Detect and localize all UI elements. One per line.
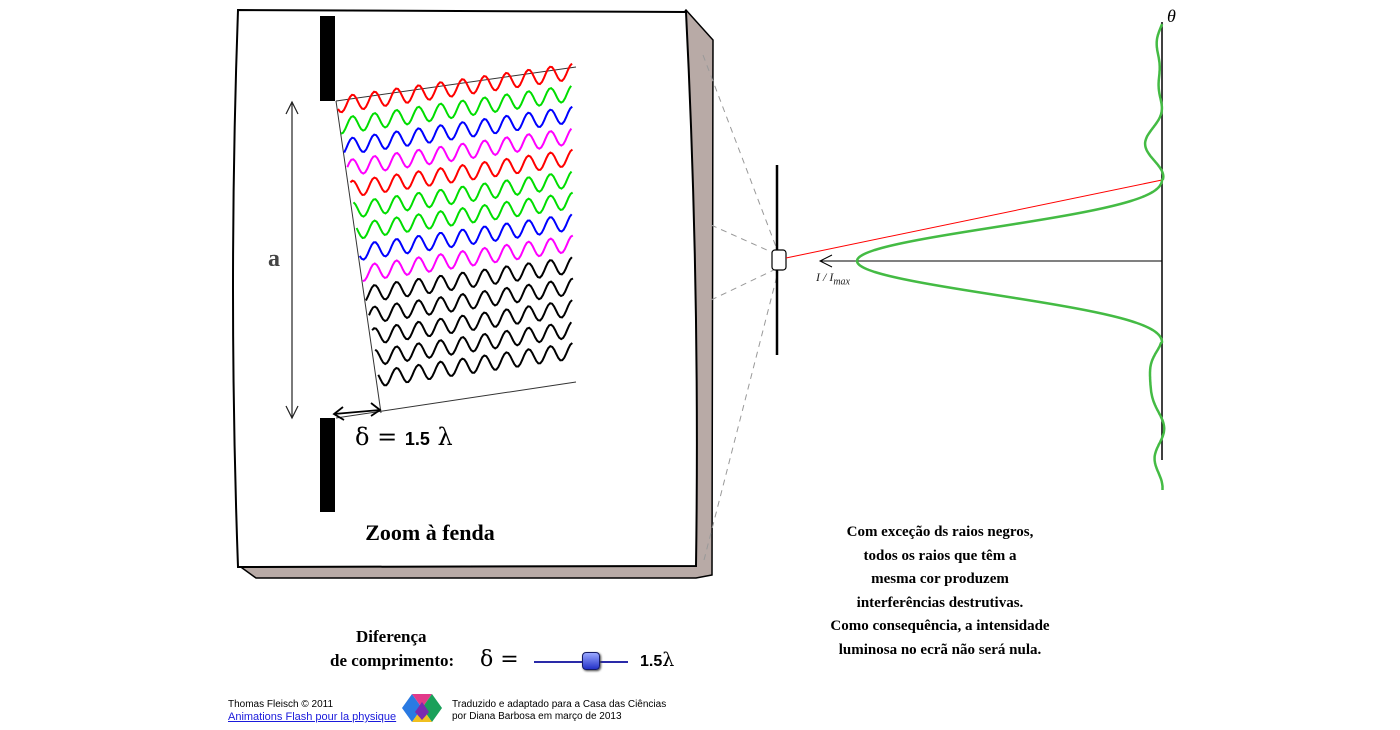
wave-ray bbox=[343, 105, 573, 154]
wave-ray bbox=[374, 321, 573, 366]
explanation-text: Com exceção ds raios negros, todos os ra… bbox=[790, 521, 1090, 662]
intensity-symbol: I / I bbox=[816, 270, 834, 284]
credit-translation: Traduzido e adaptado para a Casa das Ciê… bbox=[452, 699, 666, 723]
diffracted-ray bbox=[785, 179, 1163, 259]
intensity-axis-arrow bbox=[818, 254, 833, 268]
explanation-line: interferências destrutivas. bbox=[856, 594, 1024, 611]
slit-opening bbox=[771, 249, 787, 271]
credit-translation-line: Traduzido e adaptado para a Casa das Ciê… bbox=[452, 699, 667, 710]
slit-width-label: a bbox=[268, 246, 280, 272]
credit-translation-line: por Diana Barbosa em março de 2013 bbox=[452, 711, 622, 722]
explanation-line: mesma cor produzem bbox=[871, 571, 1009, 587]
slit-width-arrow bbox=[285, 100, 299, 420]
angle-label: θ bbox=[1167, 6, 1176, 26]
wave-ray bbox=[346, 128, 573, 175]
explanation-line: luminosa no ecrã não será nula. bbox=[838, 641, 1042, 658]
explanation-line: todos os raios que têm a bbox=[863, 547, 1017, 564]
path-difference-arrow bbox=[332, 402, 382, 421]
control-label-line1: Diferença bbox=[356, 627, 427, 646]
intensity-label: I / Imax bbox=[816, 270, 850, 287]
path-difference-slider-thumb[interactable] bbox=[582, 652, 601, 670]
wave-ray bbox=[358, 213, 573, 261]
wave-ray bbox=[337, 62, 573, 114]
slit-barrier-bottom bbox=[320, 418, 335, 512]
projection-lines bbox=[702, 54, 779, 561]
wave-ray bbox=[371, 299, 573, 344]
path-difference-value: 1.5 bbox=[404, 429, 430, 449]
wave-ray bbox=[377, 342, 573, 387]
slit-barrier-top bbox=[320, 16, 335, 101]
path-difference-label: δ = 1.5 λ bbox=[355, 423, 453, 451]
credit-link[interactable]: Animations Flash pour la physique bbox=[228, 711, 397, 723]
delta-symbol: δ bbox=[355, 423, 370, 451]
credit-author: Thomas Fleisch © 2011 bbox=[228, 699, 334, 710]
wave-ray bbox=[365, 256, 573, 301]
wave-ray bbox=[340, 85, 572, 135]
intensity-subscript: max bbox=[833, 276, 850, 288]
path-difference-slider-track[interactable] bbox=[534, 661, 628, 663]
wave-rays bbox=[337, 62, 574, 387]
intensity-curve bbox=[855, 23, 1166, 490]
wave-ray bbox=[355, 191, 574, 240]
control-delta-symbol: δ = bbox=[480, 647, 519, 672]
lambda-symbol: λ bbox=[437, 423, 453, 451]
control-label-line2: de comprimento: bbox=[330, 651, 455, 670]
zoom-frame bbox=[232, 8, 698, 569]
casa-das-ciencias-logo bbox=[402, 694, 442, 722]
equals-sign: = bbox=[377, 423, 398, 451]
zoom-title: Zoom à fenda bbox=[365, 520, 495, 545]
explanation-line: Como consequência, a intensidade bbox=[830, 618, 1050, 634]
slider-unit: λ bbox=[662, 649, 675, 671]
slider-value-label: 1.5λ bbox=[640, 649, 674, 671]
explanation-line: Com exceção ds raios negros, bbox=[846, 524, 1034, 540]
wave-ray bbox=[349, 148, 574, 196]
slider-value: 1.5 bbox=[640, 653, 663, 670]
wave-ray bbox=[368, 277, 574, 323]
wave-ray bbox=[362, 234, 574, 282]
wave-ray bbox=[352, 170, 573, 218]
